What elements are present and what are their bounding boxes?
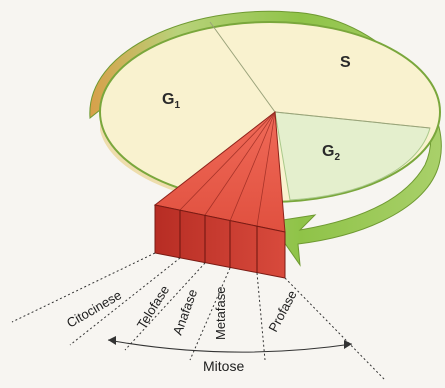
label-s: S xyxy=(340,54,351,71)
label-metafase: Metafase xyxy=(213,287,228,340)
mitosis-bracket-arrow-left xyxy=(108,336,116,345)
label-profase: Profase xyxy=(265,288,299,335)
mitosis-bracket-arrow-right xyxy=(344,340,352,349)
mitosis-bracket xyxy=(108,340,352,352)
label-anafase: Anafase xyxy=(170,287,200,337)
label-mitose: Mitose xyxy=(203,358,244,374)
label-telofase: Telofase xyxy=(134,283,172,332)
